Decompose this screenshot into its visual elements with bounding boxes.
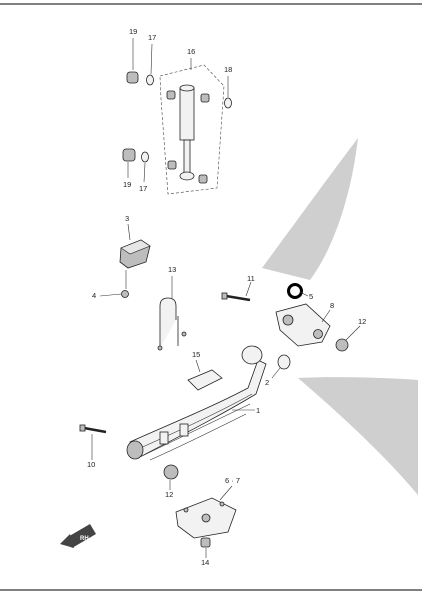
direction-arrow: RH	[60, 524, 96, 548]
callout-14: 14	[201, 558, 209, 567]
nut-12-lower	[163, 464, 179, 480]
callout-11: 11	[247, 274, 255, 283]
highlighted-bushing-5	[287, 283, 303, 299]
callout-18: 18	[224, 65, 232, 74]
callout-15: 15	[192, 350, 200, 359]
nut-14	[200, 537, 211, 548]
bushing-icon	[200, 93, 210, 103]
callout-17: 17	[148, 33, 156, 42]
bump-stopper	[119, 239, 151, 269]
bushing-icon	[166, 90, 176, 100]
callout-12: 12	[165, 490, 173, 499]
callout-6-7: 6 · 7	[225, 476, 240, 485]
callout-1: 1	[256, 406, 260, 415]
callout-8: 8	[330, 301, 334, 310]
shock-absorber-rod	[183, 139, 191, 175]
callout-19: 19	[123, 180, 131, 189]
bushing-19-lower	[122, 148, 136, 162]
nut-12-right	[335, 338, 349, 352]
callout-5: 5	[309, 292, 313, 301]
bolt-4	[121, 290, 129, 298]
bushing-2	[277, 354, 291, 370]
callout-10: 10	[87, 460, 95, 469]
callout-4: 4	[92, 291, 96, 300]
leader-lines	[91, 38, 361, 558]
bushing-icon	[167, 160, 177, 170]
washer-17-lower	[141, 151, 149, 163]
leaf-spring	[126, 345, 267, 461]
callout-labels: 19 17 16 18 19 17 3 4 13 11 5 8 12 15 2 …	[87, 27, 366, 567]
u-bolt	[159, 297, 179, 348]
washer-17-upper	[146, 74, 154, 86]
spring-shackle	[275, 303, 331, 347]
direction-label: RH	[80, 536, 89, 542]
callout-16: 16	[187, 47, 195, 56]
bolt-10	[83, 426, 107, 434]
shock-absorber-body	[179, 87, 195, 141]
spring-pad	[187, 369, 223, 391]
bushing-icon	[198, 174, 208, 184]
callout-2: 2	[265, 378, 269, 387]
callout-19: 19	[129, 27, 137, 36]
callout-12: 12	[358, 317, 366, 326]
shock-absorber-group	[159, 64, 225, 195]
bushing-19-upper	[126, 71, 139, 84]
callout-17: 17	[139, 184, 147, 193]
background-shade	[262, 138, 418, 495]
spring-seat-plate	[175, 497, 237, 539]
washer-18	[224, 97, 232, 109]
callout-13: 13	[168, 265, 176, 274]
callout-3: 3	[125, 214, 129, 223]
bolt-11	[225, 294, 251, 302]
